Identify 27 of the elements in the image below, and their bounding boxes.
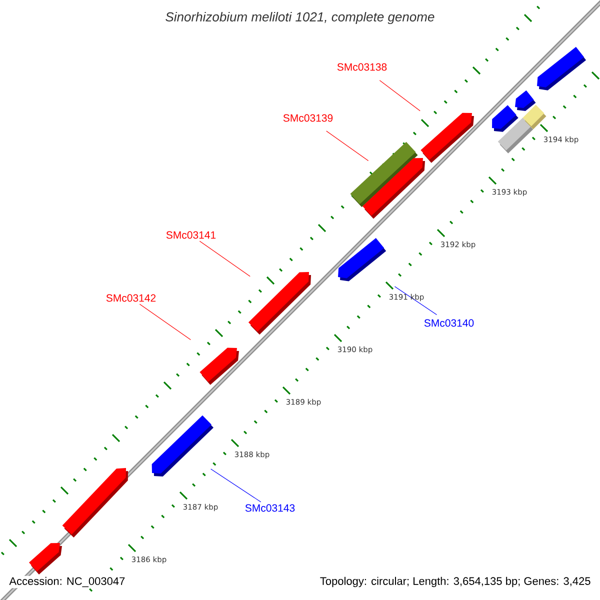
- gene-feature: [338, 238, 386, 282]
- gene-label: SMc03140: [424, 319, 474, 327]
- leader-line: [139, 304, 191, 340]
- gene-feature: [200, 348, 239, 385]
- gene-label: SMc03142: [106, 294, 156, 302]
- gene-feature: [362, 158, 425, 219]
- gene-feature: [29, 543, 62, 574]
- leader-line: [394, 286, 438, 316]
- gene-feature: [248, 272, 311, 335]
- gene-feature: [515, 90, 536, 111]
- gene-label: SMc03138: [337, 63, 387, 71]
- gene-bar: [522, 104, 546, 130]
- footer-text: Topology: circular; Length: 3,654,135 bp; Genes: 3,425: [318, 576, 592, 588]
- gene-label: SMc03139: [283, 114, 333, 122]
- gene-feature: [152, 415, 214, 477]
- footer-text: Accession: NC_003047: [8, 576, 126, 588]
- gene-label: SMc03141: [166, 231, 216, 239]
- leader-line: [210, 468, 262, 502]
- title: Sinorhizobium meliloti 1021, complete genome: [166, 12, 434, 24]
- gene-feature: [62, 468, 128, 538]
- gene-feature: [537, 46, 586, 90]
- leader-line: [199, 240, 250, 277]
- leader-line: [379, 80, 420, 112]
- gene-bar: [498, 118, 534, 154]
- leader-line: [326, 130, 369, 162]
- gene-label: SMc03143: [245, 504, 295, 512]
- gene-feature: [420, 112, 474, 163]
